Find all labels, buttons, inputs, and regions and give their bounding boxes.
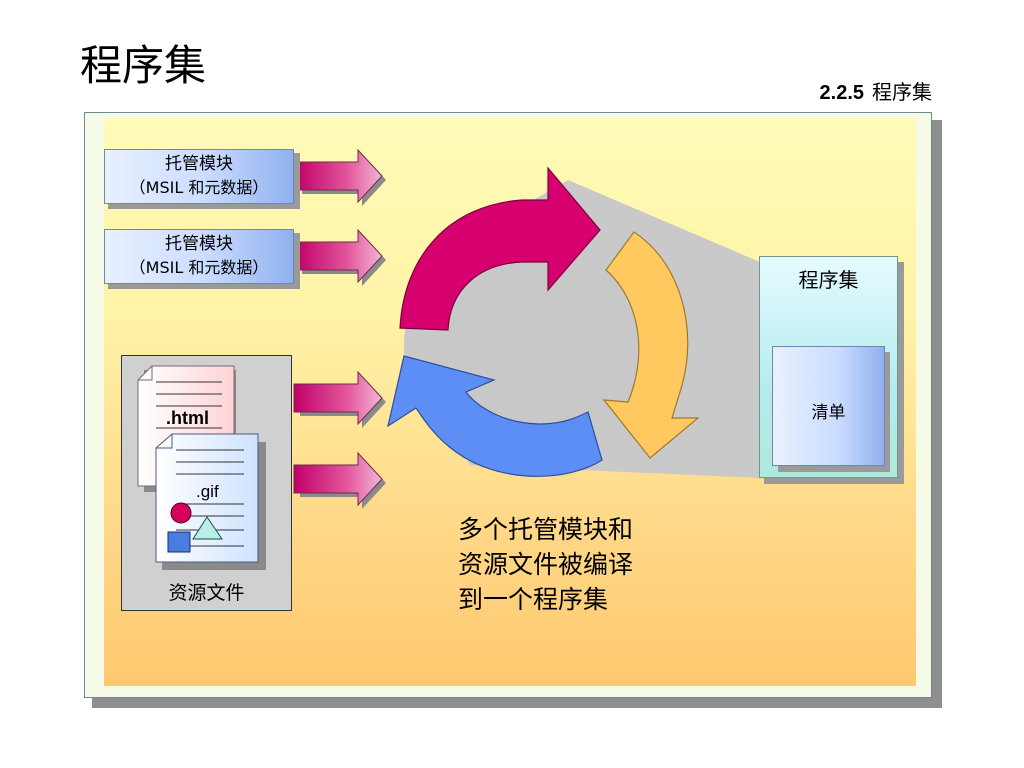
module-title: 托管模块 (165, 234, 233, 254)
manifest-box (772, 346, 885, 466)
gif-file-icon: .gif (155, 433, 266, 570)
triangle-shape-icon (192, 516, 223, 540)
magenta-cycle-arrow (399, 166, 601, 331)
feed-arrow-3 (293, 370, 386, 428)
circle-shape-icon (170, 502, 192, 524)
feed-arrow-4 (293, 451, 386, 509)
diagram-caption: 多个托管模块和资源文件被编译到一个程序集 (458, 515, 634, 614)
feed-arrow-2 (295, 228, 386, 286)
section-number: 2.2.5 (819, 82, 864, 104)
square-shape-icon (167, 531, 191, 553)
section-title: 程序集 (872, 80, 932, 104)
resource-files-label: 资源文件 (168, 582, 245, 604)
manifest-label: 清单 (811, 403, 846, 423)
page-title: 程序集 (80, 41, 207, 90)
module-subtitle: （MSIL 和元数据） (129, 258, 269, 277)
blue-cycle-arrow (387, 355, 603, 477)
module-subtitle: （MSIL 和元数据） (129, 178, 269, 197)
yellow-cycle-arrow (602, 231, 700, 459)
managed-module-2: 托管模块 （MSIL 和元数据） (104, 229, 294, 284)
gif-file-label: .gif (196, 482, 219, 501)
managed-module-1: 托管模块 （MSIL 和元数据） (104, 149, 294, 204)
section-heading: 2.2.5 程序集 (820, 76, 932, 105)
module-title: 托管模块 (165, 154, 233, 174)
html-file-label: .html (166, 408, 209, 428)
feed-arrow-1 (295, 148, 386, 206)
assembly-title: 程序集 (798, 268, 859, 292)
